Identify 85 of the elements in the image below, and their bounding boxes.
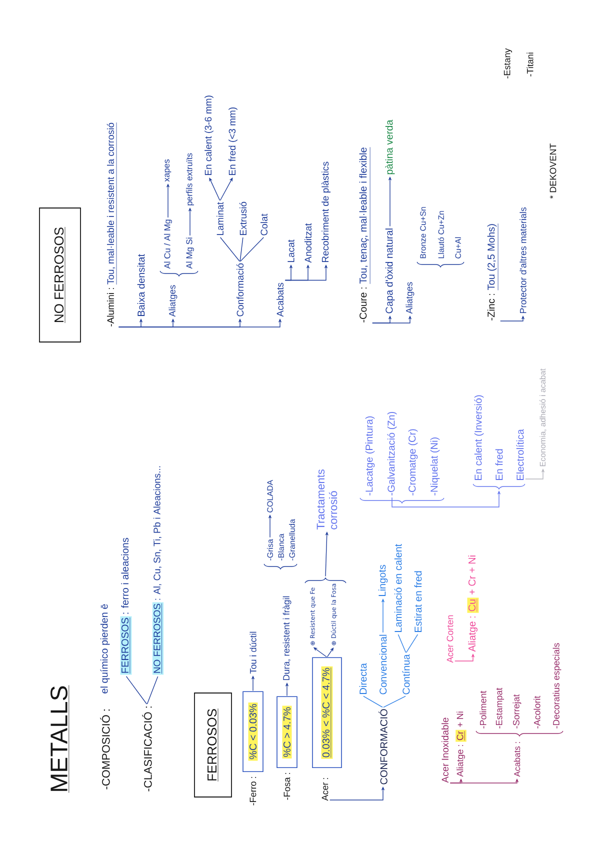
node-label: : ferro i aleacions <box>121 538 129 614</box>
title: METALLS <box>50 685 70 793</box>
list-item: -Granelluda <box>289 519 295 560</box>
list-item: Lacat <box>288 240 294 262</box>
branch-line <box>398 634 406 653</box>
branch-heading: -Coure : Tou, tenaç, mal·leable i flexible <box>359 146 370 322</box>
list-item: Acabats <box>276 282 284 317</box>
note-text: Aliatge : Cu + Cr + Ni <box>467 556 479 652</box>
list-item: -Niquelat (Ni) <box>430 438 440 496</box>
topic-heading: Acer Inoxidable <box>442 718 448 783</box>
note-text: el químico pierden ē <box>100 604 110 694</box>
branch-heading: -Zinc : Tou (2,5 Mohs) <box>487 223 498 320</box>
highlighted-term: FERROSOS : ferro i aleacions <box>120 538 132 675</box>
branch-line <box>363 696 383 708</box>
branch-line <box>146 676 158 704</box>
list-item: Aliatges <box>406 282 414 314</box>
branch-heading: -COMPOSICIÓ : <box>100 710 110 790</box>
note-text: pàtina verda <box>385 120 395 174</box>
row-label: -Ferro : <box>250 777 256 806</box>
list-item: -Estampat <box>496 688 504 728</box>
list-item: Anoditzat <box>304 223 312 263</box>
list-item: -Estany <box>504 48 512 78</box>
branch-line <box>383 696 406 708</box>
list-item: Al Mg Si <box>186 238 194 269</box>
branch-line <box>240 237 264 262</box>
note-text: perfils extruïts <box>186 153 194 206</box>
branch-line <box>220 237 240 262</box>
list-item: -Acolorit <box>534 696 540 728</box>
list-item: Directa <box>359 663 367 694</box>
section-box: NO FERROSOS <box>39 208 81 342</box>
list-item: Convencional <box>379 634 387 694</box>
topic-heading: Acer Corten <box>446 615 454 663</box>
note-text: Lingots <box>378 564 388 596</box>
list-item: Bronze Cu+Sn <box>420 207 426 258</box>
note-text: Tou i dúctil <box>250 632 256 674</box>
section-box: FERROSOS <box>194 692 232 798</box>
list-item: Laminat <box>216 202 224 235</box>
branch-heading: Acabats : <box>514 742 520 777</box>
note-text: Economia, adhesió i acabat <box>540 368 546 466</box>
list-item: -Poliment <box>480 690 486 728</box>
note-text: * DEKOVENT <box>550 144 556 199</box>
list-item: Estirat en fred <box>414 571 422 632</box>
branch-heading: -CLASIFICACIÓ : <box>142 706 152 792</box>
list-item: -Galvanització (Zn) <box>387 412 397 496</box>
bracketed-list: En calent (Inversió) En fred Electrolítica <box>472 395 526 490</box>
note-text: En calent (3-6 mm) <box>204 96 214 175</box>
list-item: -Blanca <box>278 534 284 560</box>
list-item: -Decoratius especials <box>552 643 562 728</box>
list-item: Cu+Al <box>455 237 461 258</box>
list-item: -Sorrejat <box>512 694 522 728</box>
row-label: -Fosa : <box>284 773 290 800</box>
list-item: -Titani <box>526 52 534 76</box>
note-text: Dura, resistent i fràgil <box>282 596 292 680</box>
list-item: -Cromatge (Cr) <box>408 429 418 496</box>
node-label: : Al, Cu, Sn, Ti, Pb i Aleacions... <box>153 466 162 600</box>
list-item: Baixa densitat <box>137 254 145 316</box>
highlighted-term: NO FERROSOS : Al, Cu, Sn, Ti, Pb i Aleacions... <box>152 466 164 675</box>
list-item: Recobriment de plàstics <box>322 162 330 262</box>
branch-line <box>240 237 244 262</box>
value-box: 0.03% < %C < 4.7% <box>312 657 342 768</box>
list-item: Llautó Cu+Zn <box>438 211 444 258</box>
branch-line <box>406 634 418 653</box>
branch-line <box>126 676 148 704</box>
list-item: Capa d'òxid natural <box>385 228 395 314</box>
list-item: Aliatges <box>168 285 178 317</box>
list-item: -Grisa <box>267 539 273 560</box>
list-item: -Lacatge (Pintura) <box>365 416 375 496</box>
branch-heading: Acer : <box>322 778 328 801</box>
list-item: Conformació <box>236 263 244 316</box>
note-text: xapes <box>164 159 172 182</box>
note-text: Aliatge : Cr + Ni <box>456 712 466 777</box>
branch-heading: -Alumini : Tou, mal·leable i resistent a la corrosió <box>106 122 117 326</box>
note-text: En fred (<3 mm) <box>228 108 238 175</box>
list-item: Colat <box>260 214 268 236</box>
value-box: %C > 4.7% <box>276 696 298 768</box>
value-box: %C < 0.03% <box>242 691 264 772</box>
list-item: Al Cu / Al Mg <box>164 220 172 269</box>
list-item: Contínua <box>402 654 410 694</box>
brace <box>304 578 346 584</box>
note-text: COLADA <box>267 480 273 512</box>
list-item: Protector d'altres materials <box>520 207 526 314</box>
list-item: Laminació en calent <box>394 544 402 632</box>
list-item: Extrusió <box>239 202 247 235</box>
topic-heading: Tractaments corrosió <box>316 469 338 530</box>
branch-heading: CONFORMACIÓ <box>378 709 388 784</box>
